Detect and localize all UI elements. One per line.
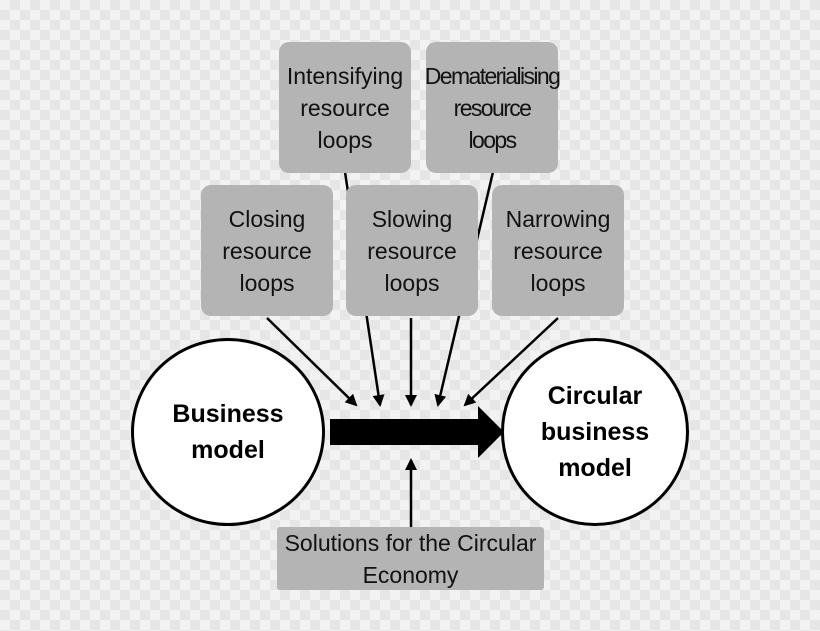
box-label: Slowing resource loops <box>367 205 457 296</box>
box-label: Intensifying resource loops <box>286 62 404 153</box>
box-label: Narrowing resource loops <box>505 205 611 296</box>
box-narrowing-resource-loops: Narrowing resource loops <box>492 185 624 316</box>
box-slowing-resource-loops: Slowing resource loops <box>346 185 478 316</box>
box-closing-resource-loops: Closing resource loops <box>201 185 333 316</box>
box-dematerialising-resource-loops: Dematerialising resource loops <box>424 42 561 173</box>
connector-narrowing <box>463 317 559 407</box>
connector-closing <box>266 317 358 407</box>
circle-business-model: Business model <box>131 338 325 526</box>
box-label: Solutions for the Circular Economy <box>284 529 537 588</box>
circle-label: Circular business model <box>540 382 650 482</box>
box-label: Closing resource loops <box>222 205 312 296</box>
box-label: Dematerialising resource loops <box>424 62 561 153</box>
box-intensifying-resource-loops: Intensifying resource loops <box>279 42 411 173</box>
box-solutions-circular-economy: Solutions for the Circular Economy <box>277 527 544 590</box>
main-transformation-arrow <box>330 406 504 458</box>
circle-label: Business model <box>172 400 284 464</box>
circle-circular-business-model: Circular business model <box>501 338 689 526</box>
